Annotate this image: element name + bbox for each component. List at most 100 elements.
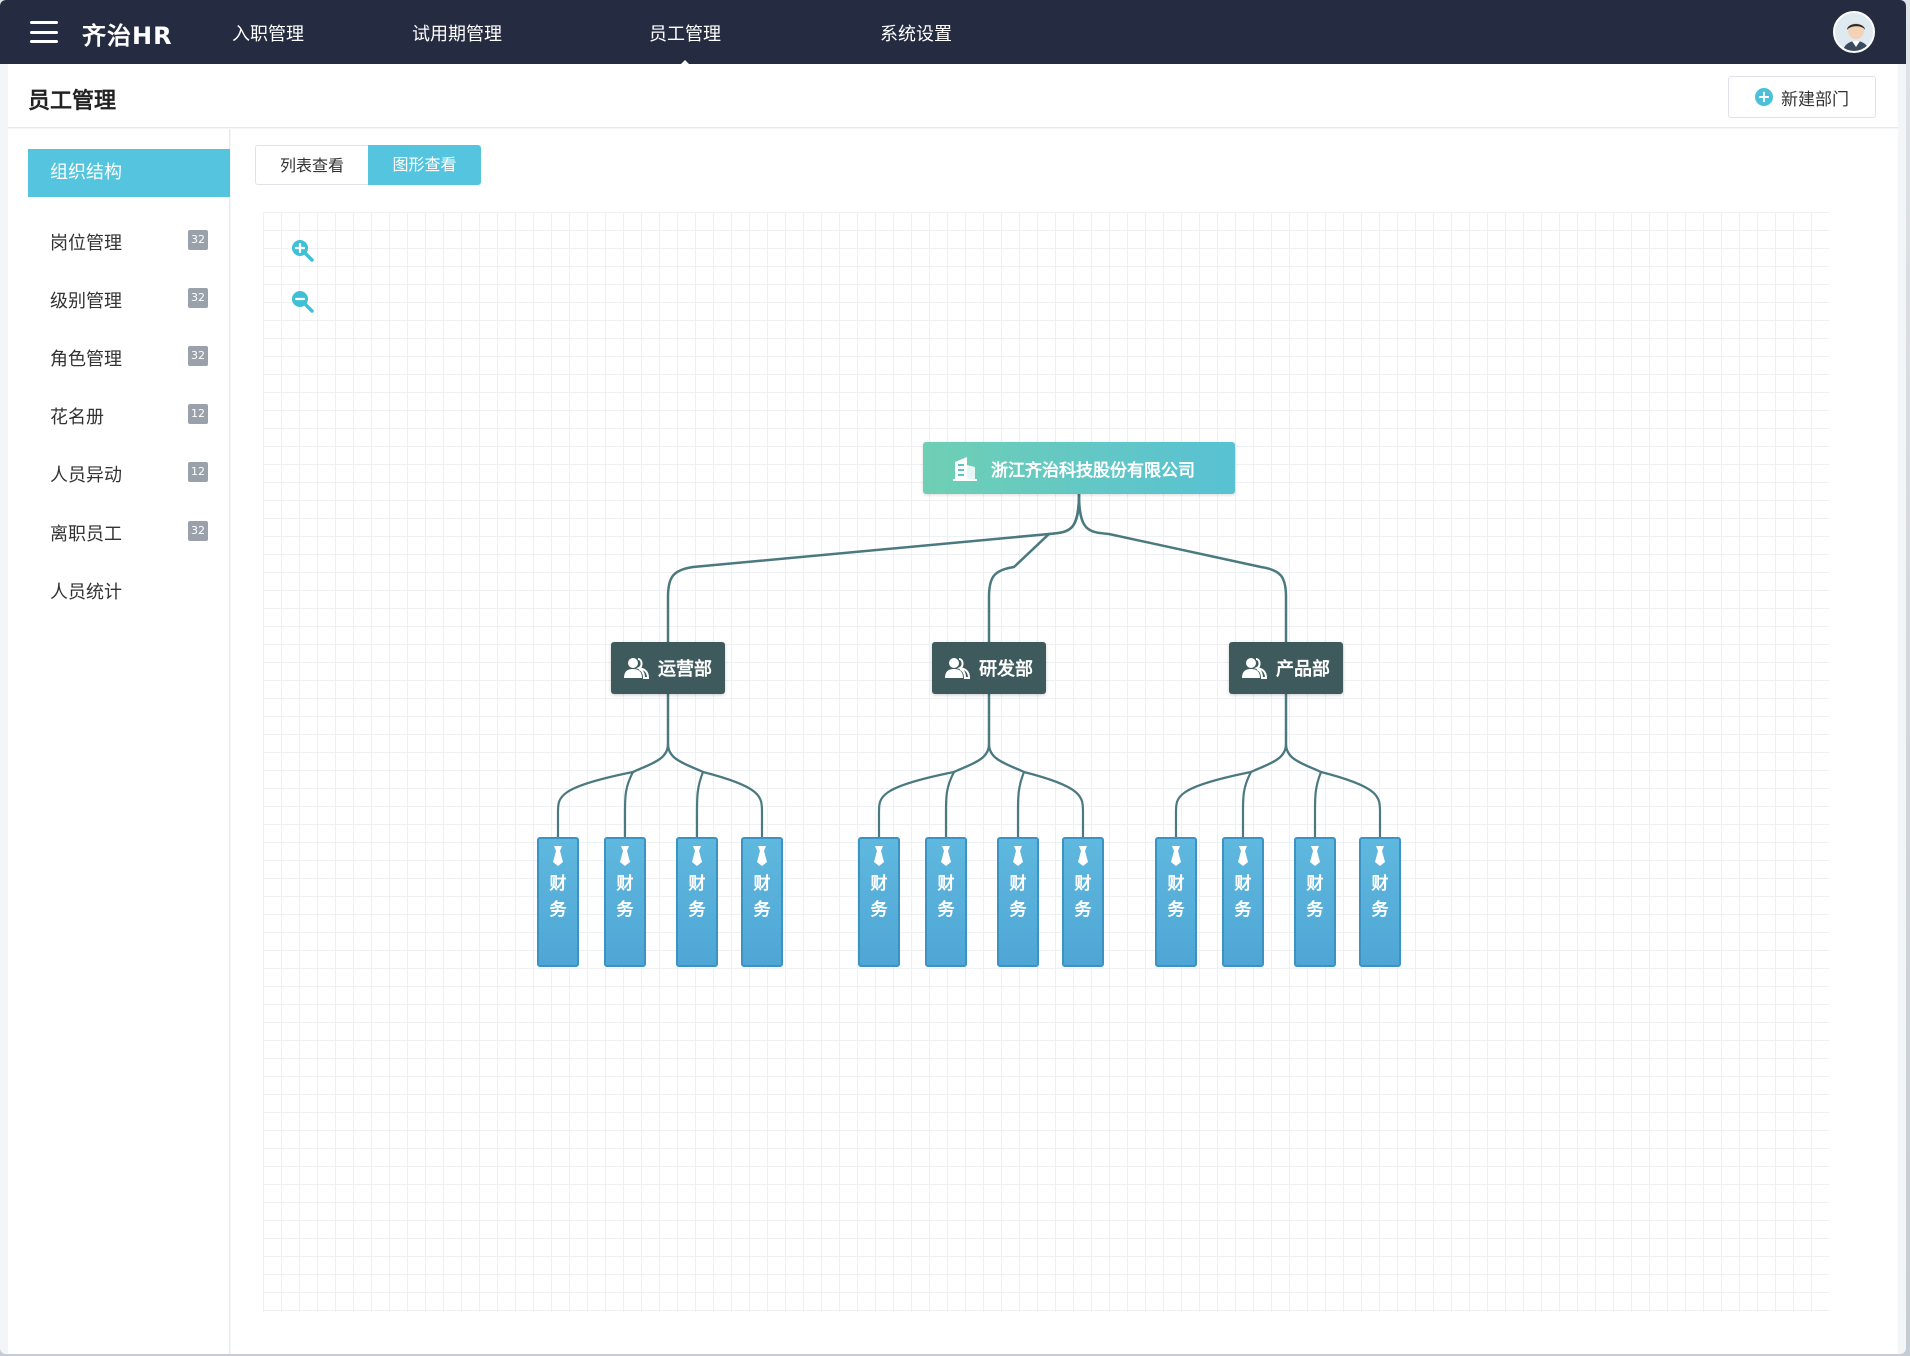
org-leaf-node[interactable]: 财务 [858,837,900,967]
org-connectors [556,493,1382,837]
count-badge: 12 [188,462,208,482]
org-leaf-label: 财务 [688,874,706,920]
users-icon [624,658,650,679]
org-dept-node[interactable]: 运营部 [611,642,725,694]
org-leaf-label: 财务 [616,874,634,920]
org-connector-line [666,493,1081,642]
sidebar-item-resigned[interactable]: 离职员工 32 [50,517,210,547]
org-leaf-node[interactable]: 财务 [997,837,1039,967]
zoom-in-icon[interactable] [290,238,314,262]
org-root-node[interactable]: 浙江齐治科技股份有限公司 [923,442,1235,494]
org-connector-line [623,743,670,837]
tie-icon [874,846,884,866]
org-connector-line [666,743,764,837]
count-badge: 32 [188,230,208,250]
org-connector-line [1174,743,1288,837]
main-content: 列表查看 图形查看 [231,129,1898,1354]
sidebar-item-label: 岗位管理 [50,233,122,254]
org-dept-node[interactable]: 研发部 [932,642,1046,694]
org-leaf-node[interactable]: 财务 [1062,837,1104,967]
sidebar-item-levels[interactable]: 级别管理 32 [50,284,210,314]
sidebar-item-personnel-changes[interactable]: 人员异动 12 [50,458,210,488]
org-leaf-node[interactable]: 财务 [741,837,783,967]
sidebar-item-roles[interactable]: 角色管理 32 [50,342,210,372]
org-connector-line [1241,743,1288,837]
org-connector-line [987,743,1085,837]
org-leaf-label: 财务 [549,874,567,920]
building-icon [953,457,977,481]
org-leaf-label: 财务 [937,874,955,920]
tie-icon [1310,846,1320,866]
org-leaf-node[interactable]: 财务 [1359,837,1401,967]
org-dept-label: 研发部 [979,659,1033,680]
sidebar: 组织结构 岗位管理 32 级别管理 32 角色管理 32 花名册 12 人员异动… [8,129,230,1354]
org-root-label: 浙江齐治科技股份有限公司 [991,460,1195,481]
user-avatar[interactable] [1833,11,1875,53]
plus-circle-icon: + [1755,88,1773,106]
sidebar-item-label: 人员统计 [50,582,122,603]
org-leaf-label: 财务 [1167,874,1185,920]
tie-icon [1171,846,1181,866]
org-leaf-node[interactable]: 财务 [537,837,579,967]
nav-item-system-settings[interactable]: 系统设置 [880,24,952,45]
org-connector-line [944,743,991,837]
org-leaf-label: 财务 [1009,874,1027,920]
top-nav-bar: 齐治HR 入职管理 试用期管理 员工管理 系统设置 [0,0,1906,68]
sidebar-item-label: 角色管理 [50,349,122,370]
users-icon [1242,658,1268,679]
tab-graph-view[interactable]: 图形查看 [368,145,481,185]
nav-item-employee-management[interactable]: 员工管理 [649,20,721,68]
org-leaf-label: 财务 [1371,874,1389,920]
brand-logo[interactable]: 齐治HR [82,22,173,50]
new-department-button[interactable]: + 新建部门 [1728,76,1876,118]
org-leaf-label: 财务 [870,874,888,920]
zoom-out-icon[interactable] [290,289,314,313]
count-badge: 12 [188,404,208,424]
menu-icon[interactable] [30,21,58,43]
count-badge: 32 [188,346,208,366]
org-chart-canvas[interactable]: 浙江齐治科技股份有限公司 运营部 财务 财务 财务 财务 [263,212,1829,1312]
org-leaf-node[interactable]: 财务 [1222,837,1264,967]
org-connector-line [556,743,670,837]
nav-item-onboarding[interactable]: 入职管理 [232,24,304,45]
sidebar-item-label: 离职员工 [50,524,122,545]
new-department-label: 新建部门 [1781,89,1849,110]
sidebar-item-label: 花名册 [50,407,104,428]
org-leaf-label: 财务 [1234,874,1252,920]
tie-icon [1013,846,1023,866]
tie-icon [1078,846,1088,866]
org-leaf-label: 财务 [753,874,771,920]
sidebar-item-org-structure[interactable]: 组织结构 [28,149,230,197]
org-connector-line [877,743,991,837]
sidebar-item-positions[interactable]: 岗位管理 32 [50,226,210,256]
tie-icon [1375,846,1385,866]
tie-icon [620,846,630,866]
page-title: 员工管理 [28,89,117,114]
count-badge: 32 [188,521,208,541]
org-leaf-node[interactable]: 财务 [925,837,967,967]
tab-list-view[interactable]: 列表查看 [255,145,368,185]
org-leaf-node[interactable]: 财务 [1294,837,1336,967]
users-icon [945,658,971,679]
org-dept-label: 运营部 [658,659,712,680]
org-leaf-label: 财务 [1306,874,1324,920]
org-connector-line [1077,493,1288,642]
org-leaf-node[interactable]: 财务 [676,837,718,967]
org-leaf-node[interactable]: 财务 [1155,837,1197,967]
tie-icon [553,846,563,866]
org-leaf-node[interactable]: 财务 [604,837,646,967]
nav-item-probation[interactable]: 试用期管理 [412,24,502,45]
count-badge: 32 [188,288,208,308]
page-header: 员工管理 + 新建部门 [8,64,1898,128]
org-dept-label: 产品部 [1276,659,1330,680]
tie-icon [692,846,702,866]
user-avatar-icon [1835,13,1873,51]
org-leaf-label: 财务 [1074,874,1092,920]
sidebar-item-label: 人员异动 [50,465,122,486]
sidebar-item-roster[interactable]: 花名册 12 [50,400,210,430]
tie-icon [941,846,951,866]
org-connector-line [1284,743,1382,837]
sidebar-item-statistics[interactable]: 人员统计 [50,575,210,605]
org-dept-node[interactable]: 产品部 [1229,642,1343,694]
